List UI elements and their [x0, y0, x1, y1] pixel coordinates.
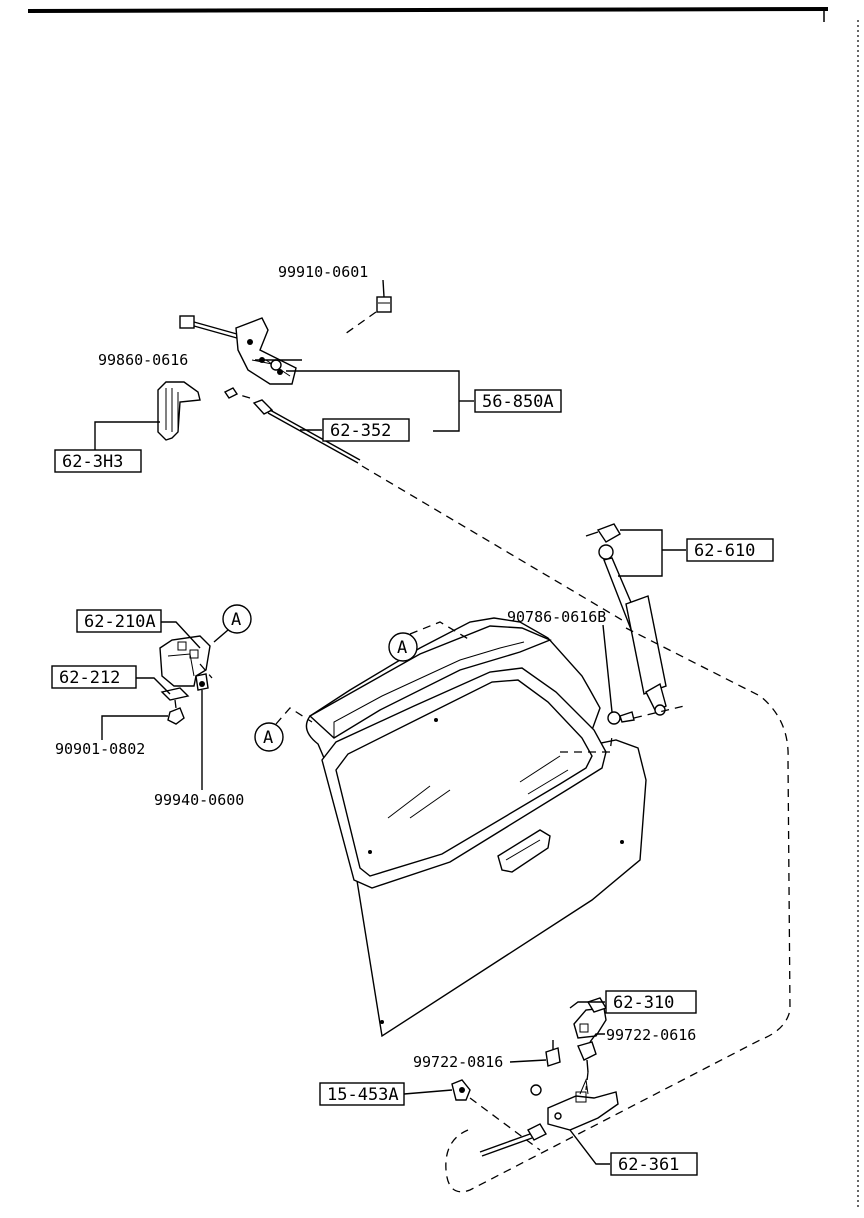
liftgate-panel	[305, 617, 647, 1038]
callout-a-circle	[222, 604, 252, 634]
screw-icon	[376, 296, 392, 313]
box-62-310	[605, 990, 697, 1014]
cable-end-icon	[479, 1084, 547, 1157]
damper-bolt-icon	[607, 711, 635, 725]
dash-opener	[469, 1097, 541, 1151]
bracket-icon	[547, 1078, 619, 1131]
box-62-610	[686, 538, 774, 562]
leader-damper-bolt	[602, 624, 613, 713]
striker-bolt-right-icon	[577, 1041, 597, 1073]
callout-a: A	[231, 610, 241, 630]
opener-icon	[451, 1079, 471, 1101]
leader-bolt-right	[589, 1033, 605, 1043]
leader-striker	[569, 1001, 605, 1009]
leader-cover	[94, 421, 160, 460]
cover-icon	[157, 381, 201, 441]
header-rule	[27, 7, 829, 13]
callout-a-2: A	[397, 638, 407, 658]
label-62-352: 62-352	[330, 421, 391, 441]
hinge-bolt-icon	[195, 673, 209, 691]
box-62-361	[610, 1152, 698, 1176]
hinge-icon	[159, 635, 211, 687]
leader-nut	[101, 715, 168, 740]
bracket-rod	[433, 401, 460, 432]
label-56-850A: 56-850A	[482, 392, 554, 412]
box-62-210A	[76, 609, 162, 633]
box-62-212	[51, 665, 137, 689]
striker-icon	[573, 997, 608, 1039]
label-62-361: 62-361	[618, 1155, 679, 1175]
label-15-453A: 15-453A	[327, 1085, 399, 1105]
label-62-212: 62-212	[59, 668, 120, 688]
dash-screw	[344, 311, 377, 335]
leader-callout-hinge	[213, 629, 229, 643]
dash-hinge-bolt	[199, 663, 213, 679]
dash-nut	[174, 699, 177, 709]
label-62-610: 62-610	[694, 541, 755, 561]
label-99722-0616: 99722-0616	[606, 1026, 696, 1044]
rod-icon	[223, 387, 361, 464]
dash-callout-a-2	[409, 621, 471, 641]
label-99722-0816: 99722-0816	[413, 1053, 503, 1071]
washer-icon	[160, 687, 190, 701]
bracket-damper	[618, 529, 663, 577]
dash-rod-to-gate	[361, 465, 623, 621]
latch-assembly-icon	[179, 315, 297, 385]
leader-washer	[136, 677, 171, 695]
dash-damper-bolt	[633, 705, 685, 719]
nut-icon	[167, 707, 185, 725]
callout-a-3: A	[263, 728, 273, 748]
leader-opener	[403, 1089, 453, 1095]
box-56-850A	[474, 389, 562, 413]
dash-bolt-right	[585, 1071, 589, 1091]
label-99860-0616: 99860-0616	[98, 351, 188, 369]
striker-bolt-left-icon	[545, 1040, 561, 1067]
leader-hinge	[158, 621, 201, 649]
label-62-310: 62-310	[613, 993, 674, 1013]
dash-callout-a-3	[275, 707, 313, 725]
label-62-3H3: 62-3H3	[62, 452, 123, 472]
leader-bolt-left	[509, 1059, 547, 1063]
leader-screw	[382, 279, 385, 298]
box-62-3H3	[54, 449, 142, 473]
bracket-latch	[286, 370, 460, 401]
leader-bracket	[569, 1129, 610, 1165]
label-62-210A: 62-210A	[84, 612, 156, 632]
box-62-352	[322, 418, 410, 442]
damper-icon	[585, 523, 667, 716]
label-99940-0600: 99940-0600	[154, 791, 244, 809]
label-90901-0802: 90901-0802	[55, 740, 145, 758]
callout-a-circle-2	[388, 632, 418, 662]
label-99910-0601: 99910-0601	[278, 263, 368, 281]
label-90786-0616B: 90786-0616B	[507, 608, 606, 626]
box-15-453A	[319, 1082, 405, 1106]
callout-a-circle-3	[254, 722, 284, 752]
